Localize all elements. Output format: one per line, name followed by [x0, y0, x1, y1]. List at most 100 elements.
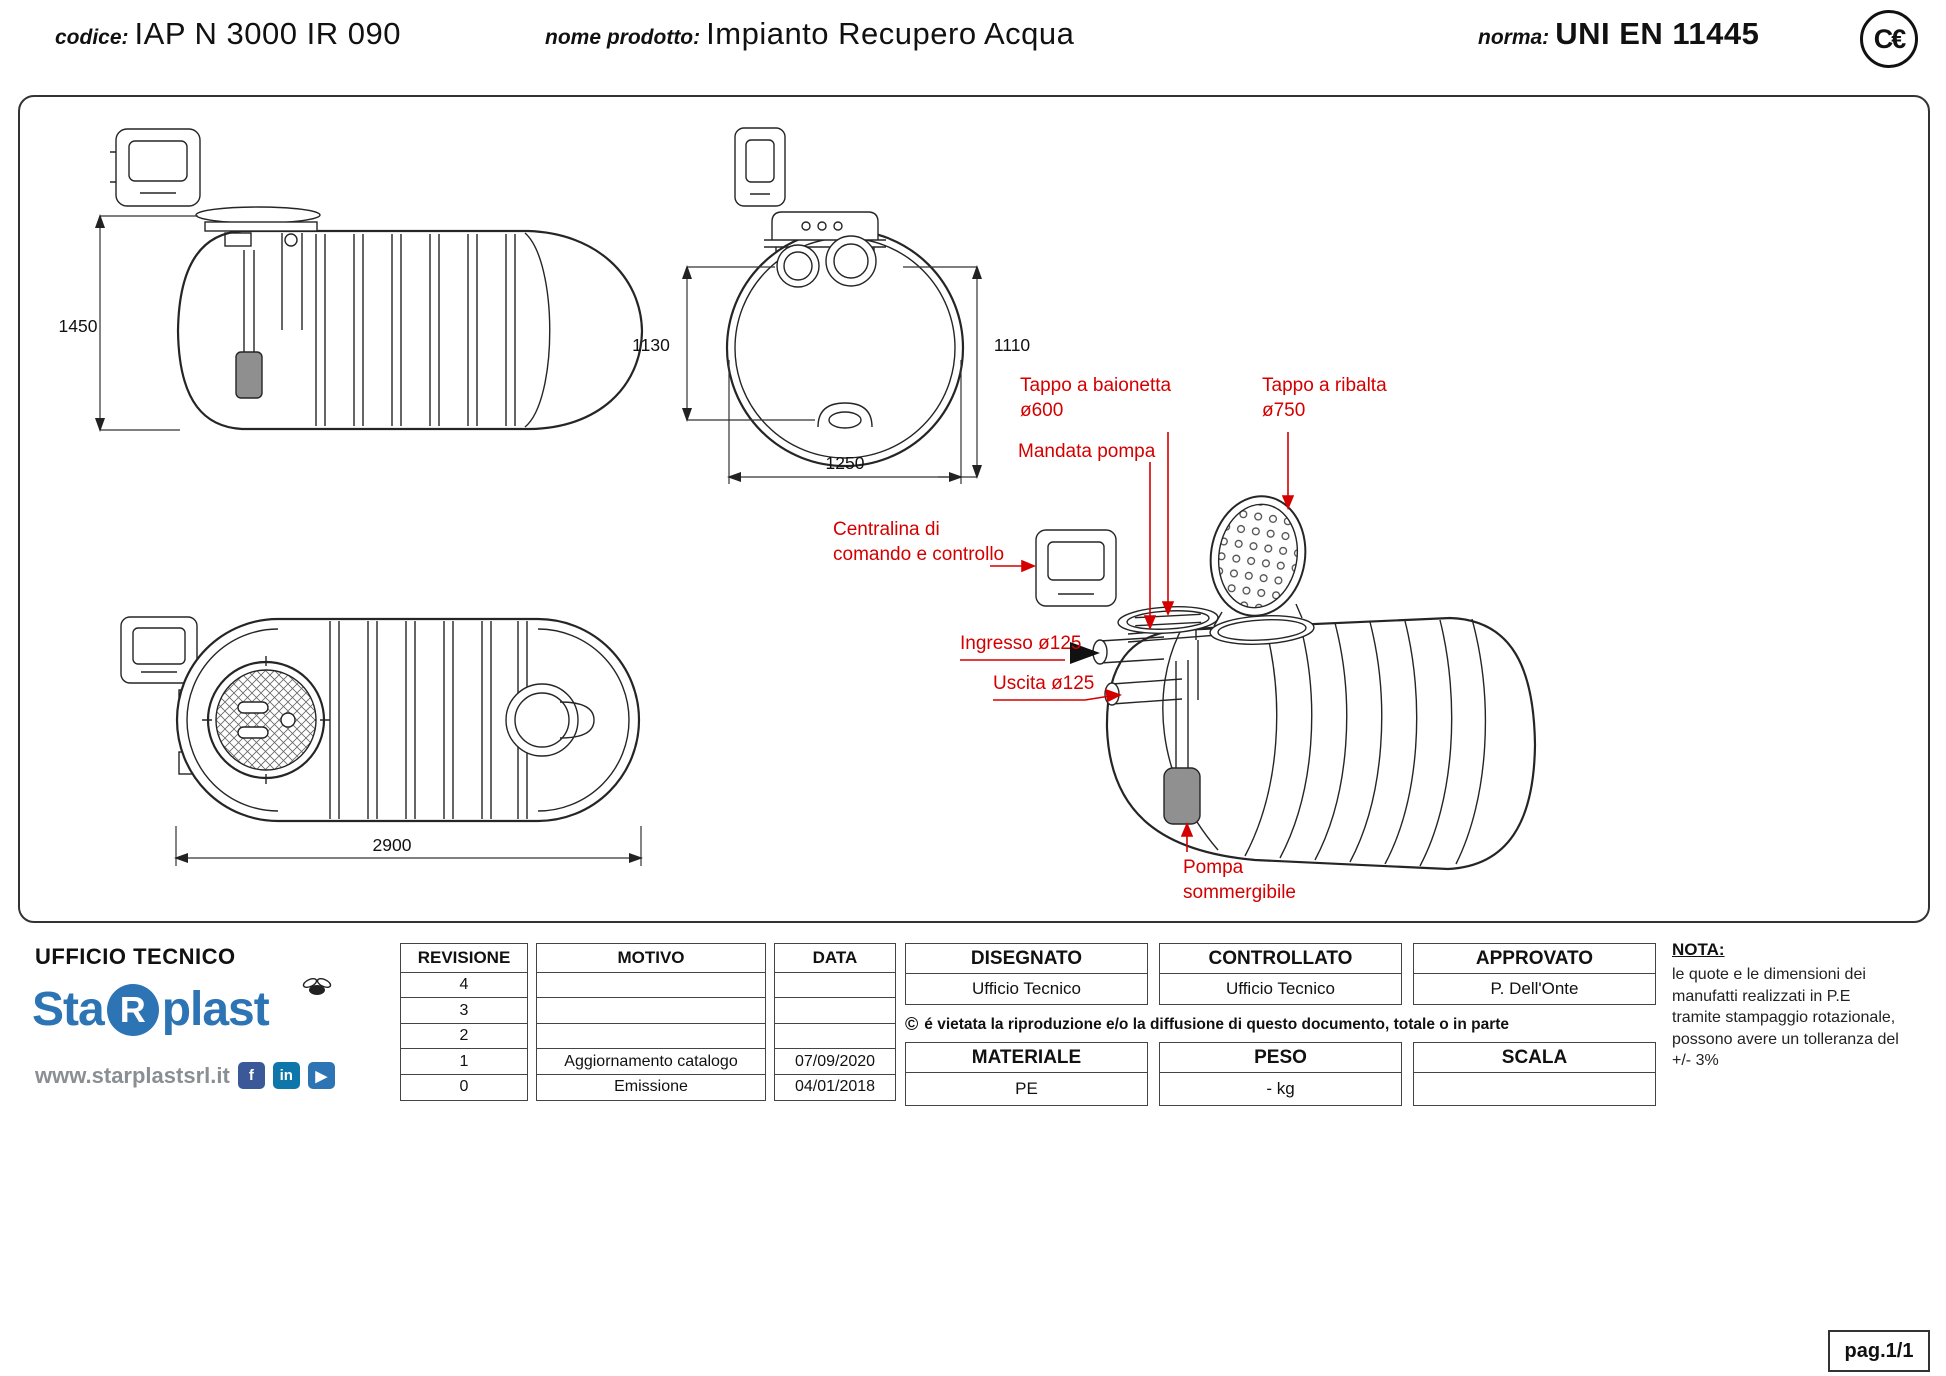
peso-box: PESO - kg [1159, 1042, 1402, 1106]
internal-shaft [243, 233, 303, 352]
fly-icon [302, 977, 332, 995]
dim-side-height: 1450 [59, 214, 198, 432]
control-box-front [734, 127, 786, 207]
materiale-box: MATERIALE PE [905, 1042, 1148, 1106]
data-cell [774, 971, 896, 999]
hinged-lid-3d [1209, 495, 1307, 617]
revision-cell: 0 [400, 1073, 528, 1101]
data-column: DATA 07/09/2020 04/01/2018 [774, 943, 896, 1101]
annotation-tappo-ribalta: Tappo a ribalta ø750 [1262, 375, 1387, 421]
approvals-row: DISEGNATO Ufficio Tecnico CONTROLLATO Uf… [905, 943, 1656, 1005]
pipes-3d [1099, 636, 1183, 705]
pump-side [235, 351, 263, 399]
scala-label: SCALA [1414, 1043, 1655, 1073]
dim-top-length: 2900 [174, 826, 643, 866]
dim-side-height-label: 1450 [59, 316, 98, 336]
top-ports-front [776, 235, 877, 288]
dimensions: 1450 1130 1110 1250 2900 [59, 214, 1031, 866]
control-box-3d [1035, 529, 1117, 607]
tank-dome-line [524, 232, 551, 428]
facebook-icon[interactable]: f [237, 1062, 265, 1089]
view-3d [1035, 495, 1537, 871]
page-number: pag.1/1 [1844, 1339, 1914, 1362]
materials-row: MATERIALE PE PESO - kg SCALA [905, 1042, 1656, 1106]
approvato-label: APPROVATO [1414, 944, 1655, 974]
ce-letters: C€ [1873, 23, 1906, 54]
codice-group: codice: IAP N 3000 IR 090 [55, 16, 401, 52]
revision-cell: 1 [400, 1048, 528, 1075]
front-view [725, 127, 965, 468]
starplast-logo: Sta R plast [32, 982, 270, 1037]
disegnato-value: Ufficio Tecnico [972, 979, 1081, 998]
controllato-label: CONTROLLATO [1160, 944, 1401, 974]
logo-r-circle: R [106, 983, 159, 1036]
dim-front-left: 1130 [632, 265, 815, 422]
nota-block: NOTA: le quote e le dimensioni dei manuf… [1672, 940, 1902, 1072]
annotation-pompa: Pompa sommergibile [1183, 857, 1296, 903]
lid-hinge-3d [1213, 603, 1303, 627]
internal-pipes-3d [1175, 640, 1199, 768]
annotation-leaders [960, 432, 1295, 852]
materiale-value: PE [1015, 1079, 1038, 1098]
dim-front-left-label: 1130 [632, 335, 670, 355]
manhole-top [202, 656, 330, 784]
annotation-uscita: Uscita ø125 [993, 673, 1095, 694]
motivo-column: MOTIVO Aggiornamento catalogo Emissione [536, 943, 766, 1101]
motivo-cell [536, 997, 766, 1024]
website-url[interactable]: www.starplastsrl.it [35, 1062, 230, 1088]
revision-cell: 3 [400, 997, 528, 1024]
copyright-text: é vietata la riproduzione e/o la diffusi… [924, 1015, 1510, 1033]
norma-value: UNI EN 11445 [1555, 16, 1760, 51]
annotation-tappo-baionetta: Tappo a baionetta ø600 [1020, 375, 1172, 421]
annotation-mandata-pompa: Mandata pompa [1018, 441, 1156, 462]
codice-value: IAP N 3000 IR 090 [134, 16, 401, 51]
logo-part-sta: Sta [32, 983, 105, 1036]
ingresso-arrow [1070, 642, 1100, 664]
peso-label: PESO [1160, 1043, 1401, 1073]
dim-front-width: 1250 [727, 360, 963, 484]
top-view [120, 616, 641, 823]
approvato-value: P. Dell'Onte [1490, 979, 1579, 998]
tank-ribs-3d [1244, 618, 1487, 867]
right-port-top [505, 683, 595, 757]
controllato-value: Ufficio Tecnico [1226, 979, 1335, 998]
pump-3d [1163, 767, 1201, 825]
youtube-icon[interactable]: ▶ [307, 1062, 335, 1089]
technical-drawing: 1450 1130 1110 1250 2900 [59, 127, 1537, 871]
motivo-cell [536, 1022, 766, 1050]
annotation-ingresso: Ingresso ø125 [960, 633, 1082, 654]
motivo-cell [536, 971, 766, 999]
nota-label: NOTA: [1672, 940, 1725, 959]
nome-prodotto-value: Impianto Recupero Acqua [706, 16, 1075, 51]
manhole-cover-side [195, 206, 321, 247]
dim-top-length-label: 2900 [373, 835, 412, 855]
dim-front-right-label: 1110 [994, 335, 1031, 355]
disegnato-box: DISEGNATO Ufficio Tecnico [905, 943, 1148, 1005]
annotation-centralina: Centralina di comando e controllo [833, 519, 1005, 565]
motivo-header: MOTIVO [536, 943, 766, 973]
scala-box: SCALA [1413, 1042, 1656, 1106]
control-box-top [120, 616, 198, 684]
revision-cell: 4 [400, 971, 528, 999]
nota-text: le quote e le dimensioni dei manufatti r… [1672, 966, 1899, 1070]
ufficio-tecnico-title: UFFICIO TECNICO [35, 944, 236, 969]
dim-front-width-label: 1250 [826, 453, 865, 473]
website-row: www.starplastsrl.it f in ▶ [35, 1062, 335, 1089]
copyright-icon: © [905, 1014, 919, 1034]
motivo-cell: Emissione [536, 1073, 766, 1101]
norma-label: norma: [1478, 26, 1550, 49]
revision-table: REVISIONE 4 3 2 1 0 MOTIVO Aggiornamento… [400, 943, 896, 1101]
tank-body-side [176, 229, 644, 431]
linkedin-icon[interactable]: in [272, 1062, 300, 1089]
scala-value [1414, 1073, 1655, 1105]
ce-mark-icon: C€ [1860, 10, 1918, 68]
peso-value: - kg [1266, 1079, 1295, 1098]
control-box-side [110, 128, 201, 207]
nome-prodotto-group: nome prodotto: Impianto Recupero Acqua [545, 16, 1074, 52]
motivo-cell: Aggiornamento catalogo [536, 1048, 766, 1075]
bottom-outlet-front [817, 402, 873, 429]
tank-ribs-side [315, 234, 516, 426]
data-cell: 04/01/2018 [774, 1073, 896, 1101]
controllato-box: CONTROLLATO Ufficio Tecnico [1159, 943, 1402, 1005]
